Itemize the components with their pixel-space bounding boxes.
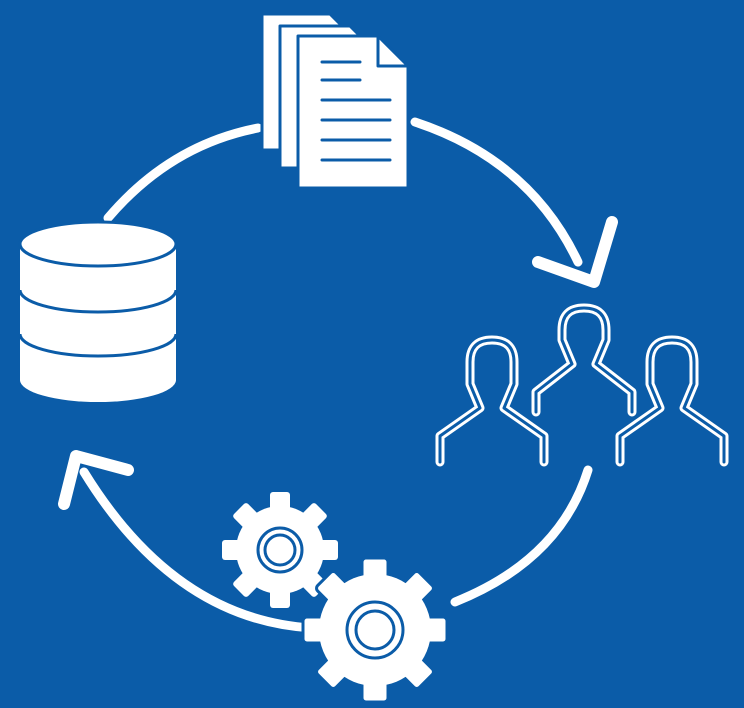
gears-icon (222, 492, 449, 704)
arrowhead-right-icon (532, 216, 618, 288)
arrowhead-left-icon (58, 450, 134, 510)
arc-gears-to-database (79, 467, 317, 633)
cycle-ring (79, 117, 593, 633)
large-gear-icon (301, 556, 449, 704)
users-group-icon (435, 303, 729, 467)
arrowheads (58, 216, 618, 510)
user-left-icon (435, 335, 549, 467)
arc-users-to-gears (450, 465, 593, 607)
database-icon (18, 220, 178, 402)
user-center-icon (531, 303, 637, 417)
arc-documents-to-users (410, 117, 583, 267)
arc-database-to-documents (103, 123, 263, 223)
small-gear-icon (222, 492, 338, 608)
users-group-icon-outline (438, 306, 726, 464)
documents-icon (260, 12, 410, 190)
